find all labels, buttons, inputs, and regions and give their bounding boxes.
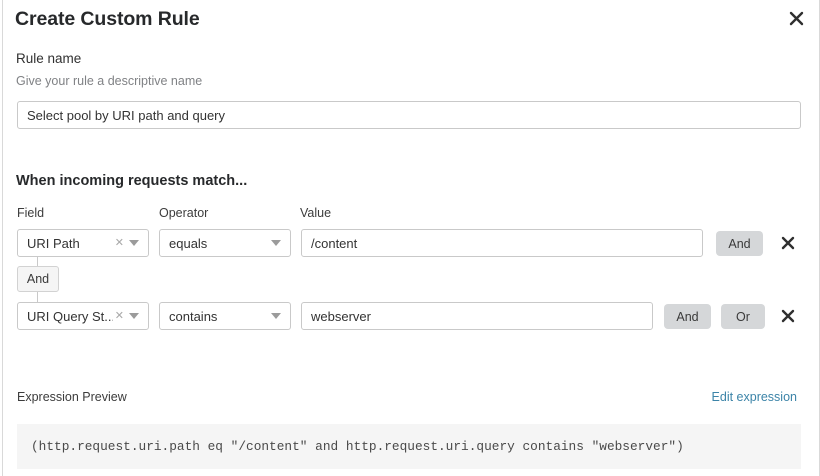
row-2-close-icon	[781, 309, 795, 323]
row-2-operator-value: contains	[169, 308, 218, 324]
expression-preview-text: (http.request.uri.path eq "/content" and…	[31, 439, 684, 454]
row-1-operator-select[interactable]: equals	[159, 229, 291, 257]
row-2-remove-button[interactable]	[777, 305, 799, 327]
row-1-field-chevron-down-icon[interactable]	[129, 240, 139, 246]
row-1-close-icon	[781, 236, 795, 250]
row-1-operator-value: equals	[169, 235, 208, 251]
row-2-field-chevron-down-icon[interactable]	[129, 313, 139, 319]
column-header-field: Field	[17, 206, 45, 220]
expression-preview-label: Expression Preview	[17, 390, 127, 404]
row-1-value-input[interactable]	[301, 229, 703, 257]
rule-name-input[interactable]	[17, 101, 801, 129]
row-1-field-select[interactable]: URI Path ✕	[17, 229, 149, 257]
row-1-field-value: URI Path	[27, 235, 80, 251]
column-header-value: Value	[300, 206, 332, 220]
row-1-operator-chevron-down-icon[interactable]	[271, 240, 281, 246]
column-header-operator: Operator	[159, 206, 209, 220]
close-icon[interactable]	[783, 5, 809, 31]
edit-expression-link[interactable]: Edit expression	[711, 390, 797, 404]
row-2-and-button[interactable]: And	[664, 304, 711, 329]
close-glyph	[789, 11, 803, 25]
row-2-field-clear-x-icon[interactable]: ✕	[114, 309, 124, 322]
page-title: Create Custom Rule	[15, 8, 200, 30]
rule-name-label: Rule name	[16, 51, 82, 66]
row-1-and-button[interactable]: And	[716, 231, 763, 256]
row-1-remove-button[interactable]	[777, 232, 799, 254]
connector-line-top	[37, 257, 38, 266]
row-2-value-input[interactable]	[301, 302, 653, 330]
row-2-operator-select[interactable]: contains	[159, 302, 291, 330]
match-section-title: When incoming requests match...	[16, 173, 248, 189]
row-2-field-value: URI Query St...	[27, 308, 113, 324]
row-2-operator-chevron-down-icon[interactable]	[271, 313, 281, 319]
rule-name-help-text: Give your rule a descriptive name	[16, 74, 203, 88]
row-1-field-clear-x-icon[interactable]: ✕	[114, 236, 124, 249]
group-connector-and-button[interactable]: And	[17, 266, 59, 292]
expression-preview-box: (http.request.uri.path eq "/content" and…	[17, 424, 801, 469]
connector-line-bottom	[37, 292, 38, 302]
row-2-field-select[interactable]: URI Query St... ✕	[17, 302, 149, 330]
row-2-or-button[interactable]: Or	[721, 304, 765, 329]
